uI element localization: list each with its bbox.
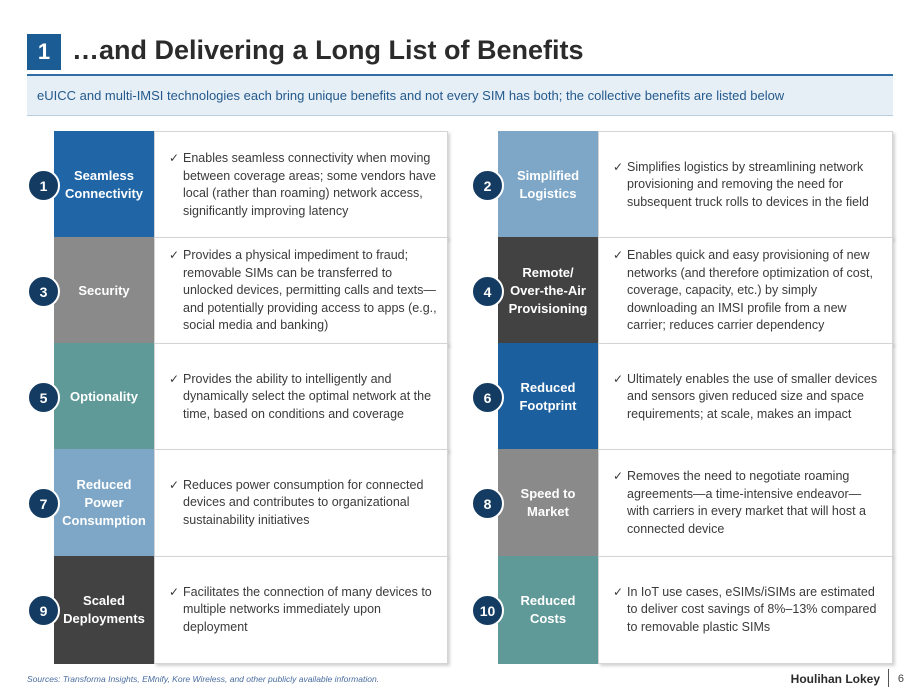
benefit-label: Speed to Market <box>498 449 598 557</box>
benefit-description: Removes the need to negotiate roaming ag… <box>627 469 866 536</box>
benefit-number: 9 <box>27 594 60 627</box>
checkmark-icon: ✓ <box>613 248 624 263</box>
benefit-number: 1 <box>27 169 60 202</box>
benefit-label: Reduced Costs <box>498 556 598 664</box>
benefit-description-box: ✓In IoT use cases, eSIMs/iSIMs are estim… <box>598 556 893 664</box>
benefit-number: 10 <box>471 594 504 627</box>
benefit-label: Reduced Footprint <box>498 343 598 451</box>
subtitle-band: eUICC and multi-IMSI technologies each b… <box>27 76 893 116</box>
benefit-number: 2 <box>471 169 504 202</box>
benefit-card: 9 Scaled Deployments ✓Facilitates the co… <box>27 556 448 664</box>
benefit-label: Remote/ Over-the-Air Provisioning <box>498 237 598 345</box>
benefit-number: 7 <box>27 487 60 520</box>
benefit-card: 10 Reduced Costs ✓In IoT use cases, eSIM… <box>471 556 893 664</box>
page-number: 6 <box>897 673 904 685</box>
company-logo: Houlihan Lokey <box>790 672 880 686</box>
benefit-card: 6 Reduced Footprint ✓Ultimately enables … <box>471 343 893 451</box>
benefit-description-box: ✓Reduces power consumption for connected… <box>154 449 448 557</box>
benefit-description: Facilitates the connection of many devic… <box>183 584 432 634</box>
benefit-description: Ultimately enables the use of smaller de… <box>627 371 878 421</box>
footer-divider <box>888 669 889 687</box>
benefit-description: Provides the ability to intelligently an… <box>183 371 432 421</box>
sources-note: Sources: Transforma Insights, EMnify, Ko… <box>27 674 380 684</box>
title-divider <box>27 74 893 76</box>
benefit-description-box: ✓Enables quick and easy provisioning of … <box>598 237 893 345</box>
benefit-description-box: ✓Enables seamless connectivity when movi… <box>154 131 448 239</box>
benefit-description: Enables seamless connectivity when movin… <box>183 151 436 218</box>
subtitle-text: eUICC and multi-IMSI technologies each b… <box>37 88 785 103</box>
checkmark-icon: ✓ <box>613 584 624 599</box>
benefit-card: 1 Seamless Connectivity ✓Enables seamles… <box>27 131 448 239</box>
benefit-label: Scaled Deployments <box>54 556 154 664</box>
benefit-label: Reduced Power Consumption <box>54 449 154 557</box>
checkmark-icon: ✓ <box>613 159 624 174</box>
benefit-description-box: ✓Provides a physical impediment to fraud… <box>154 237 448 345</box>
benefit-description-box: ✓Facilitates the connection of many devi… <box>154 556 448 664</box>
page-title: …and Delivering a Long List of Benefits <box>72 35 584 65</box>
benefit-card: 4 Remote/ Over-the-Air Provisioning ✓Ena… <box>471 237 893 345</box>
benefit-label: Seamless Connectivity <box>54 131 154 239</box>
section-number-badge: 1 <box>27 34 61 70</box>
benefit-label: Optionality <box>54 343 154 451</box>
benefit-number: 8 <box>471 487 504 520</box>
benefit-card: 7 Reduced Power Consumption ✓Reduces pow… <box>27 449 448 557</box>
benefit-description-box: ✓Provides the ability to intelligently a… <box>154 343 448 451</box>
benefit-description: Provides a physical impediment to fraud;… <box>183 248 437 333</box>
benefit-description-box: ✓Simplifies logistics by streamlining ne… <box>598 131 893 239</box>
benefit-description: Simplifies logistics by streamlining net… <box>627 159 869 209</box>
benefit-description-box: ✓Ultimately enables the use of smaller d… <box>598 343 893 451</box>
benefit-description: Reduces power consumption for connected … <box>183 477 424 527</box>
checkmark-icon: ✓ <box>169 584 180 599</box>
checkmark-icon: ✓ <box>169 151 180 165</box>
benefit-number: 4 <box>471 275 504 308</box>
checkmark-icon: ✓ <box>613 371 624 386</box>
benefit-label: Security <box>54 237 154 345</box>
benefit-label: Simplified Logistics <box>498 131 598 239</box>
checkmark-icon: ✓ <box>613 469 624 483</box>
benefit-description: In IoT use cases, eSIMs/iSIMs are estima… <box>627 584 877 634</box>
benefit-number: 6 <box>471 381 504 414</box>
checkmark-icon: ✓ <box>169 477 180 492</box>
benefit-card: 2 Simplified Logistics ✓Simplifies logis… <box>471 131 893 239</box>
benefit-number: 3 <box>27 275 60 308</box>
benefit-card: 5 Optionality ✓Provides the ability to i… <box>27 343 448 451</box>
benefit-description-box: ✓Removes the need to negotiate roaming a… <box>598 449 893 557</box>
benefit-card: 3 Security ✓Provides a physical impedime… <box>27 237 448 345</box>
checkmark-icon: ✓ <box>169 371 180 386</box>
benefit-number: 5 <box>27 381 60 414</box>
benefit-description: Enables quick and easy provisioning of n… <box>627 248 873 333</box>
checkmark-icon: ✓ <box>169 248 180 263</box>
benefit-card: 8 Speed to Market ✓Removes the need to n… <box>471 449 893 557</box>
